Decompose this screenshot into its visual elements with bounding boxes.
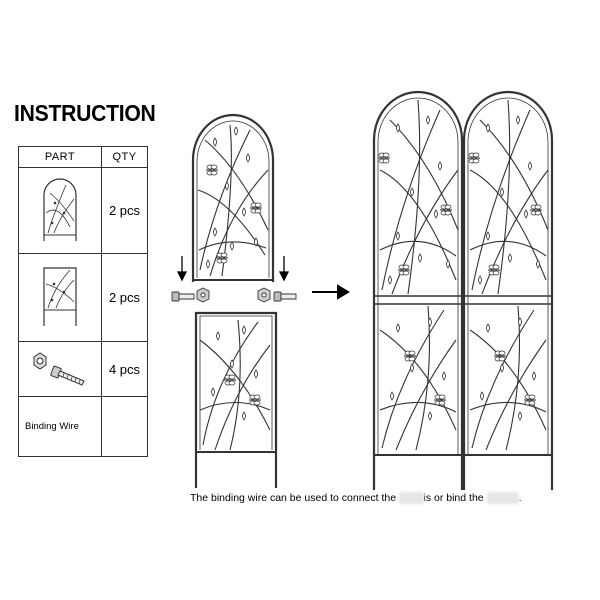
qty-value: 2 pcs (101, 253, 148, 342)
page-title: INSTRUCTION (14, 100, 156, 126)
rectangular-panel (194, 311, 278, 488)
down-arrow-icon (176, 256, 290, 282)
assembled-trellis-right (462, 90, 554, 490)
caption: The binding wire can be used to connect … (190, 492, 522, 504)
parts-table: PART QTY 2 pcs 2 pcs (18, 146, 148, 457)
redacted-word: branch (486, 492, 519, 504)
arched-trellis-panel-icon (43, 178, 77, 241)
redacted-word: trellis (398, 492, 424, 504)
assembled-trellis-left (372, 90, 464, 490)
qty-value (101, 396, 148, 457)
rectangular-panel-leaves (211, 325, 262, 421)
caption-text: is or bind the (423, 492, 484, 504)
arched-panel (191, 113, 275, 282)
table-row: Binding Wire (18, 396, 148, 457)
qty-value: 4 pcs (101, 341, 148, 397)
qty-value: 2 pcs (101, 167, 148, 254)
table-row: 2 pcs (18, 253, 148, 342)
table-row: 2 pcs (18, 167, 148, 254)
assembled-trellis-right-leaves (467, 115, 543, 421)
right-arrow-icon (312, 284, 350, 300)
caption-text: . (518, 492, 522, 504)
table-row: 4 pcs (18, 341, 148, 397)
rectangular-trellis-panel-icon (43, 267, 77, 326)
assembled-trellis-left-leaves (377, 115, 453, 421)
caption-text: The binding wire can be used to connect … (190, 492, 397, 504)
bolt-and-nut-icon (33, 351, 85, 386)
bolt-and-nut-icon (171, 287, 297, 303)
